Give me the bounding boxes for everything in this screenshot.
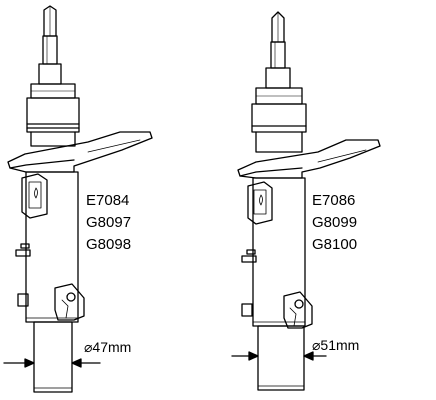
right-shock-body [252, 177, 306, 391]
right-spring-seat [237, 139, 381, 179]
left-hose-bracket [21, 173, 48, 219]
right-clip-lower [241, 303, 253, 317]
left-clip-upper [15, 243, 31, 257]
left-diameter-dimension [3, 358, 101, 368]
right-sensor-bracket [283, 291, 313, 329]
right-part-number-1: E7086 [312, 192, 355, 209]
right-part-number-3: G8100 [312, 236, 357, 253]
right-part-number-2: G8099 [312, 214, 357, 231]
left-part-number-3: G8098 [86, 236, 131, 253]
left-top-mount [26, 63, 80, 147]
left-clip-lower [17, 293, 29, 307]
left-shock-body [25, 171, 79, 393]
left-sensor-bracket [54, 283, 85, 321]
left-part-number-1: E7084 [86, 192, 129, 209]
left-shock-absorber [3, 5, 153, 393]
right-hose-bracket [247, 181, 273, 225]
left-part-number-2: G8097 [86, 214, 131, 231]
left-spring-seat [7, 131, 153, 173]
right-diameter-dimension [231, 351, 327, 361]
right-diameter-label: ⌀51mm [312, 337, 359, 353]
right-shock-absorber [231, 11, 381, 391]
left-piston-rod [42, 5, 58, 65]
right-clip-upper [241, 249, 257, 263]
right-piston-rod [270, 11, 286, 69]
right-top-mount [251, 67, 307, 153]
left-diameter-label: ⌀47mm [84, 339, 131, 355]
